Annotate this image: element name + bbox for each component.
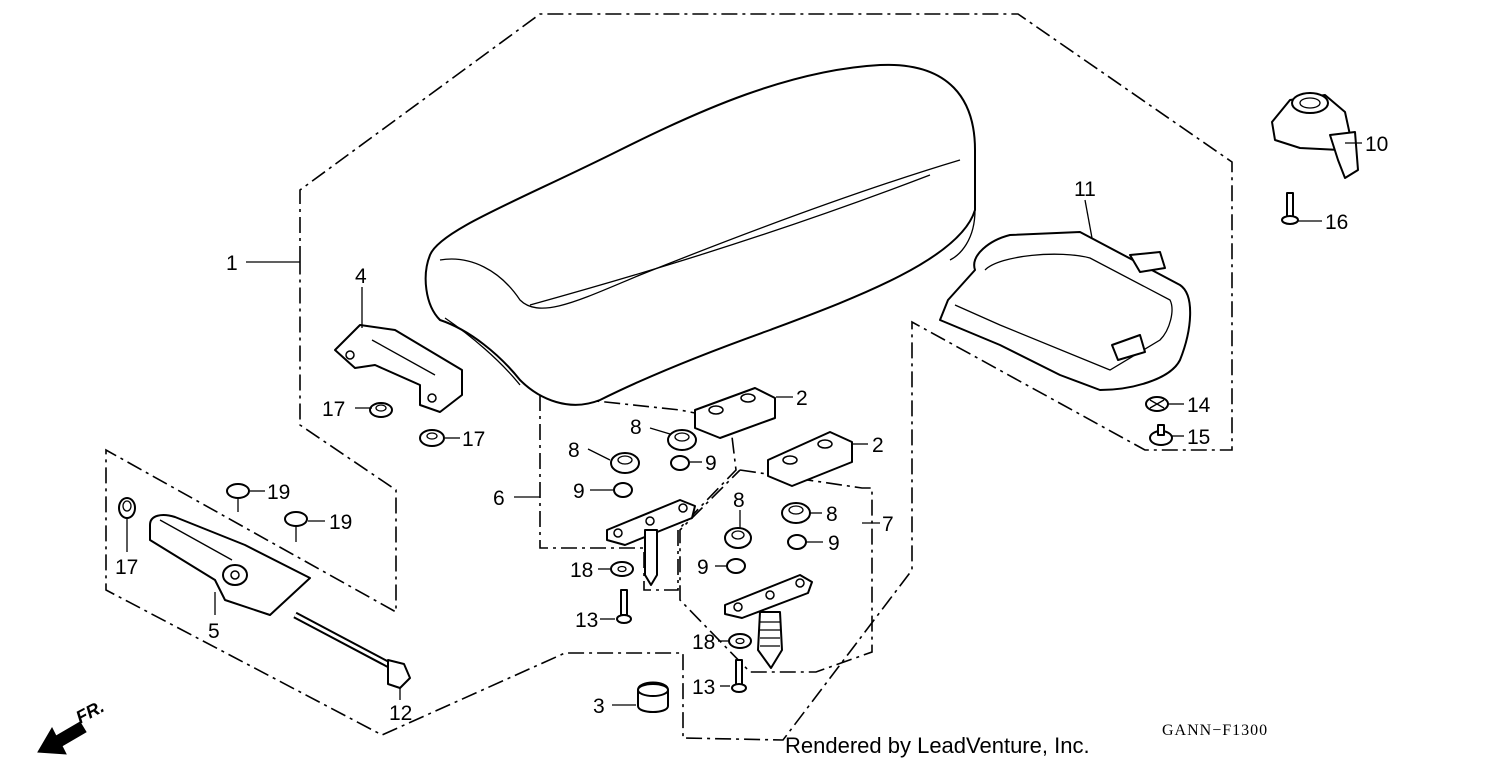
cushion-8 xyxy=(610,429,811,549)
front-direction-arrow: FR. xyxy=(37,696,107,755)
callout-8: 8 xyxy=(568,439,580,462)
seat-lock xyxy=(1271,92,1359,179)
leader-lines xyxy=(126,142,1362,706)
storage-tray xyxy=(939,231,1192,391)
callout-13: 13 xyxy=(692,676,715,699)
callout-16: 16 xyxy=(1325,211,1348,234)
callout-18: 18 xyxy=(692,631,715,654)
seat xyxy=(424,63,976,406)
callout-9: 9 xyxy=(697,556,709,579)
washer-18 xyxy=(610,561,752,649)
callout-3: 3 xyxy=(593,695,605,718)
callout-15: 15 xyxy=(1187,426,1210,449)
diagram-code: GANN−F1300 xyxy=(1162,722,1268,739)
seat-bracket xyxy=(334,324,463,413)
credit-text: Rendered by LeadVenture, Inc. xyxy=(785,733,1090,758)
callout-6: 6 xyxy=(493,487,505,510)
grommet-17 xyxy=(118,402,445,519)
callout-5: 5 xyxy=(208,620,220,643)
bolt-12 xyxy=(293,611,411,689)
bolt-15 xyxy=(1149,424,1173,446)
callout-8: 8 xyxy=(826,503,838,526)
callout-9: 9 xyxy=(573,480,585,503)
collar-9 xyxy=(613,455,807,574)
callout-9: 9 xyxy=(705,452,717,475)
nut-14 xyxy=(1145,396,1169,412)
callout-14: 14 xyxy=(1187,394,1211,417)
callout-2: 2 xyxy=(872,434,884,457)
callout-11: 11 xyxy=(1074,178,1096,201)
screw-13 xyxy=(616,589,747,693)
callout-9: 9 xyxy=(828,532,840,555)
callout-2: 2 xyxy=(796,387,808,410)
callout-17: 17 xyxy=(322,398,345,421)
callout-10: 10 xyxy=(1365,133,1388,156)
arrow-icon xyxy=(37,721,87,755)
callout-labels: 1 2 2 3 4 5 6 7 8 8 8 8 9 9 9 9 10 11 12… xyxy=(115,133,1388,725)
callout-17: 17 xyxy=(462,428,485,451)
screw-16 xyxy=(1281,192,1299,225)
bolt-19 xyxy=(226,483,308,542)
seat-hinge xyxy=(149,514,311,616)
callout-8: 8 xyxy=(630,416,642,439)
plug-3 xyxy=(637,681,669,713)
rubber-block-2 xyxy=(694,387,853,487)
callout-4: 4 xyxy=(355,265,367,288)
callout-8: 8 xyxy=(733,489,745,512)
stay-plate xyxy=(606,499,813,669)
callout-13: 13 xyxy=(575,609,598,632)
callout-1: 1 xyxy=(226,252,238,275)
callout-19: 19 xyxy=(329,511,352,534)
callout-17: 17 xyxy=(115,556,138,579)
callout-18: 18 xyxy=(570,559,593,582)
callout-7: 7 xyxy=(882,513,894,536)
callout-19: 19 xyxy=(267,481,290,504)
callout-12: 12 xyxy=(389,702,412,725)
